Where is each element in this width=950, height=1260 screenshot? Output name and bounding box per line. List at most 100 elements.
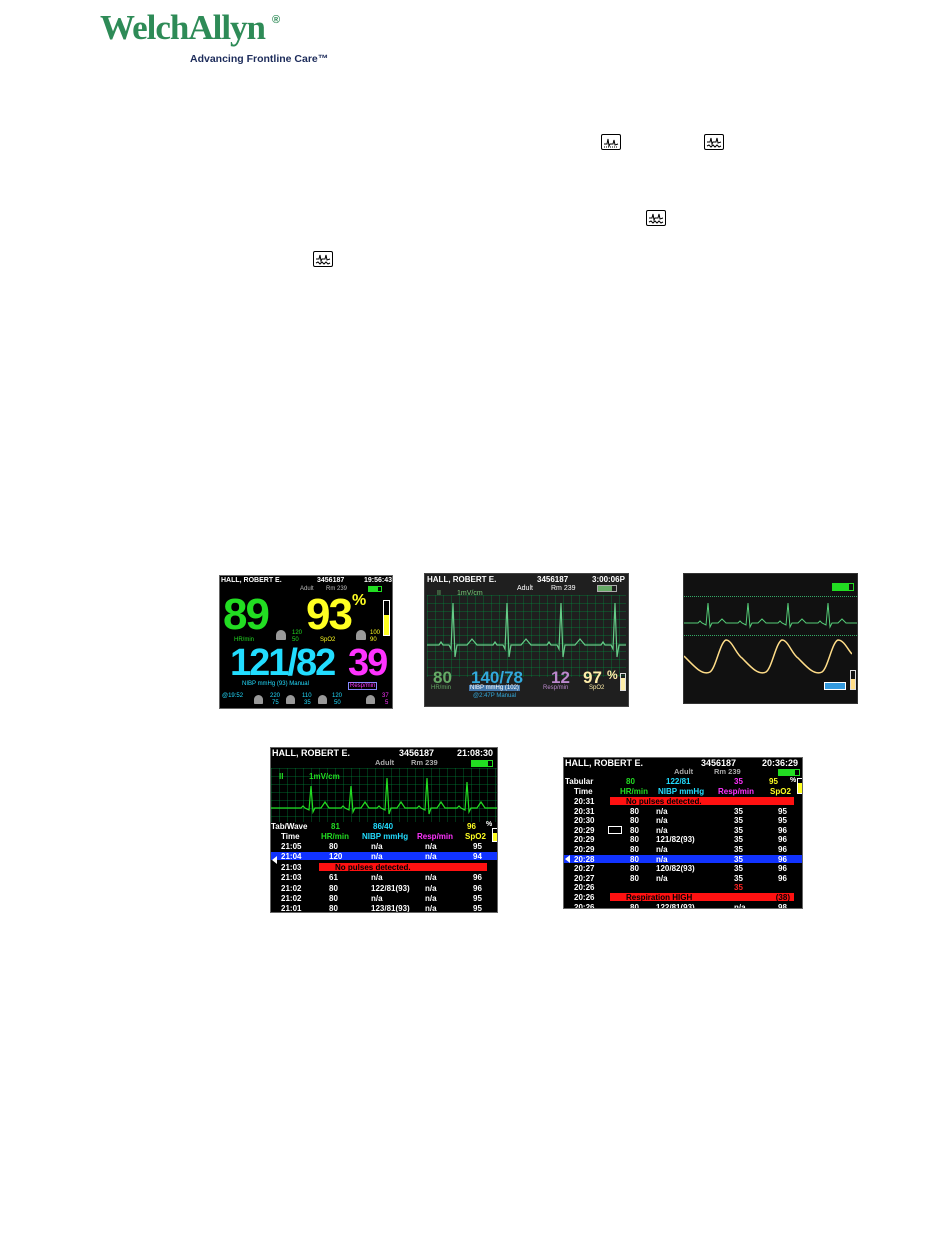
cell-time: 20:26 [574, 883, 595, 893]
cell-resp: 35 [734, 883, 743, 893]
cell-hr: 80 [630, 902, 639, 909]
patient-id: 3456187 [537, 575, 569, 584]
cell-hr: 80 [329, 904, 338, 913]
welch-allyn-logo: WelchAllyn ® Advancing Frontline Care™ [100, 8, 340, 68]
current-hr: 81 [331, 822, 340, 831]
alarm-bell-icon [276, 630, 286, 640]
battery-icon [368, 586, 382, 592]
pleth-bar [797, 778, 802, 794]
cell-time: 20:28 [574, 854, 595, 864]
patient-name: HALL, ROBERT E. [427, 575, 497, 584]
col-nibp: NIBP mmHg [362, 832, 409, 841]
cell-resp: 35 [734, 816, 743, 826]
spo2-upper-limit: 100 [370, 630, 381, 636]
monitor-screen-tabular: HALL, ROBERT E. 3456187 20:36:29 Adult R… [563, 757, 803, 909]
cell-resp: n/a [425, 852, 437, 862]
cell-time: 21:05 [281, 842, 302, 851]
cell-resp: n/a [425, 842, 437, 851]
cell-nibp: 120/82(93) [656, 864, 695, 874]
room-number: Rm 239 [551, 585, 576, 592]
battery-icon [471, 760, 493, 767]
cell-nibp: n/a [656, 873, 668, 883]
table-row[interactable]: 20:26 35 [564, 883, 802, 893]
nibp-label: NIBP mmHg (102) [469, 685, 520, 691]
ecg-gain: 1mV/cm [309, 772, 340, 781]
current-spo2: 95 [769, 777, 778, 786]
hr-upper-limit: 120 [292, 630, 303, 636]
col-time: Time [281, 832, 300, 841]
monitor-screen-large-numerics: HALL, ROBERT E. 3456187 19:56:43 Adult R… [219, 575, 393, 709]
nibp-dia-lower: 35 [304, 700, 311, 706]
hr-value: 80 [433, 668, 452, 687]
view-mode-label[interactable]: Tabular [565, 777, 594, 786]
nibp-sys-lower: 75 [272, 700, 279, 706]
menu-button[interactable] [824, 682, 846, 690]
cell-hr: 80 [630, 873, 639, 883]
cell-time: 20:26 [574, 902, 595, 909]
ecg-display-icon [704, 134, 724, 150]
spo2-unit: % [486, 821, 493, 828]
row-pointer-icon [272, 856, 277, 864]
cell-nibp: n/a [656, 816, 668, 826]
alarm-message-bar: No pulses detected. [610, 797, 794, 806]
cell-hr: 80 [630, 864, 639, 874]
ecg-display-icon[interactable] [608, 826, 622, 834]
cell-nibp: n/a [656, 854, 668, 864]
cell-hr: 120 [329, 852, 343, 862]
monitor-screen-tab-wave: HALL, ROBERT E. 3456187 21:08:30 Adult R… [270, 747, 498, 913]
cell-hr: 80 [630, 806, 639, 816]
cell-hr: 80 [329, 894, 338, 903]
ecg-waveform [427, 602, 626, 658]
spo2-value: 93 [306, 590, 353, 639]
cell-spo2: 96 [778, 825, 787, 835]
ecg-waveform [271, 777, 497, 815]
resp-label: Resp/min [348, 682, 378, 690]
cell-resp: 35 [734, 854, 743, 864]
cell-hr: 80 [630, 825, 639, 835]
clock-time: 19:56:43 [364, 577, 393, 584]
cell-nibp: n/a [656, 806, 668, 816]
table-header: Time HR/min NIBP mmHg Resp/min SpO2 [271, 832, 497, 841]
cell-spo2: 96 [473, 883, 482, 893]
view-mode-label[interactable]: Tab/Wave [271, 822, 308, 831]
alarm-message: Respiration HIGH [626, 893, 693, 902]
alarm-bell-icon [366, 695, 375, 704]
logo-tagline: Advancing Frontline Care™ [190, 53, 329, 65]
clock-time: 20:36:29 [762, 758, 799, 768]
cell-resp: n/a [425, 904, 437, 913]
cell-nibp: n/a [371, 873, 383, 883]
room-number: Rm 239 [714, 767, 741, 776]
hr-label: HR/min [431, 685, 452, 691]
cell-nibp: n/a [371, 842, 383, 851]
cell-hr: 80 [630, 845, 639, 854]
map-upper: 120 [332, 693, 343, 699]
cell-spo2: 96 [778, 854, 787, 864]
cell-resp: 35 [734, 845, 743, 854]
cell-nibp: 122/81(93) [656, 902, 695, 909]
spo2-value: 97 [583, 668, 602, 687]
cell-resp: 35 [734, 864, 743, 874]
cell-spo2: 95 [778, 806, 787, 816]
cell-spo2: 95 [473, 894, 482, 903]
cell-spo2: 96 [473, 873, 482, 883]
cell-resp: 35 [734, 806, 743, 816]
nibp-value: 140/78 [471, 668, 523, 687]
